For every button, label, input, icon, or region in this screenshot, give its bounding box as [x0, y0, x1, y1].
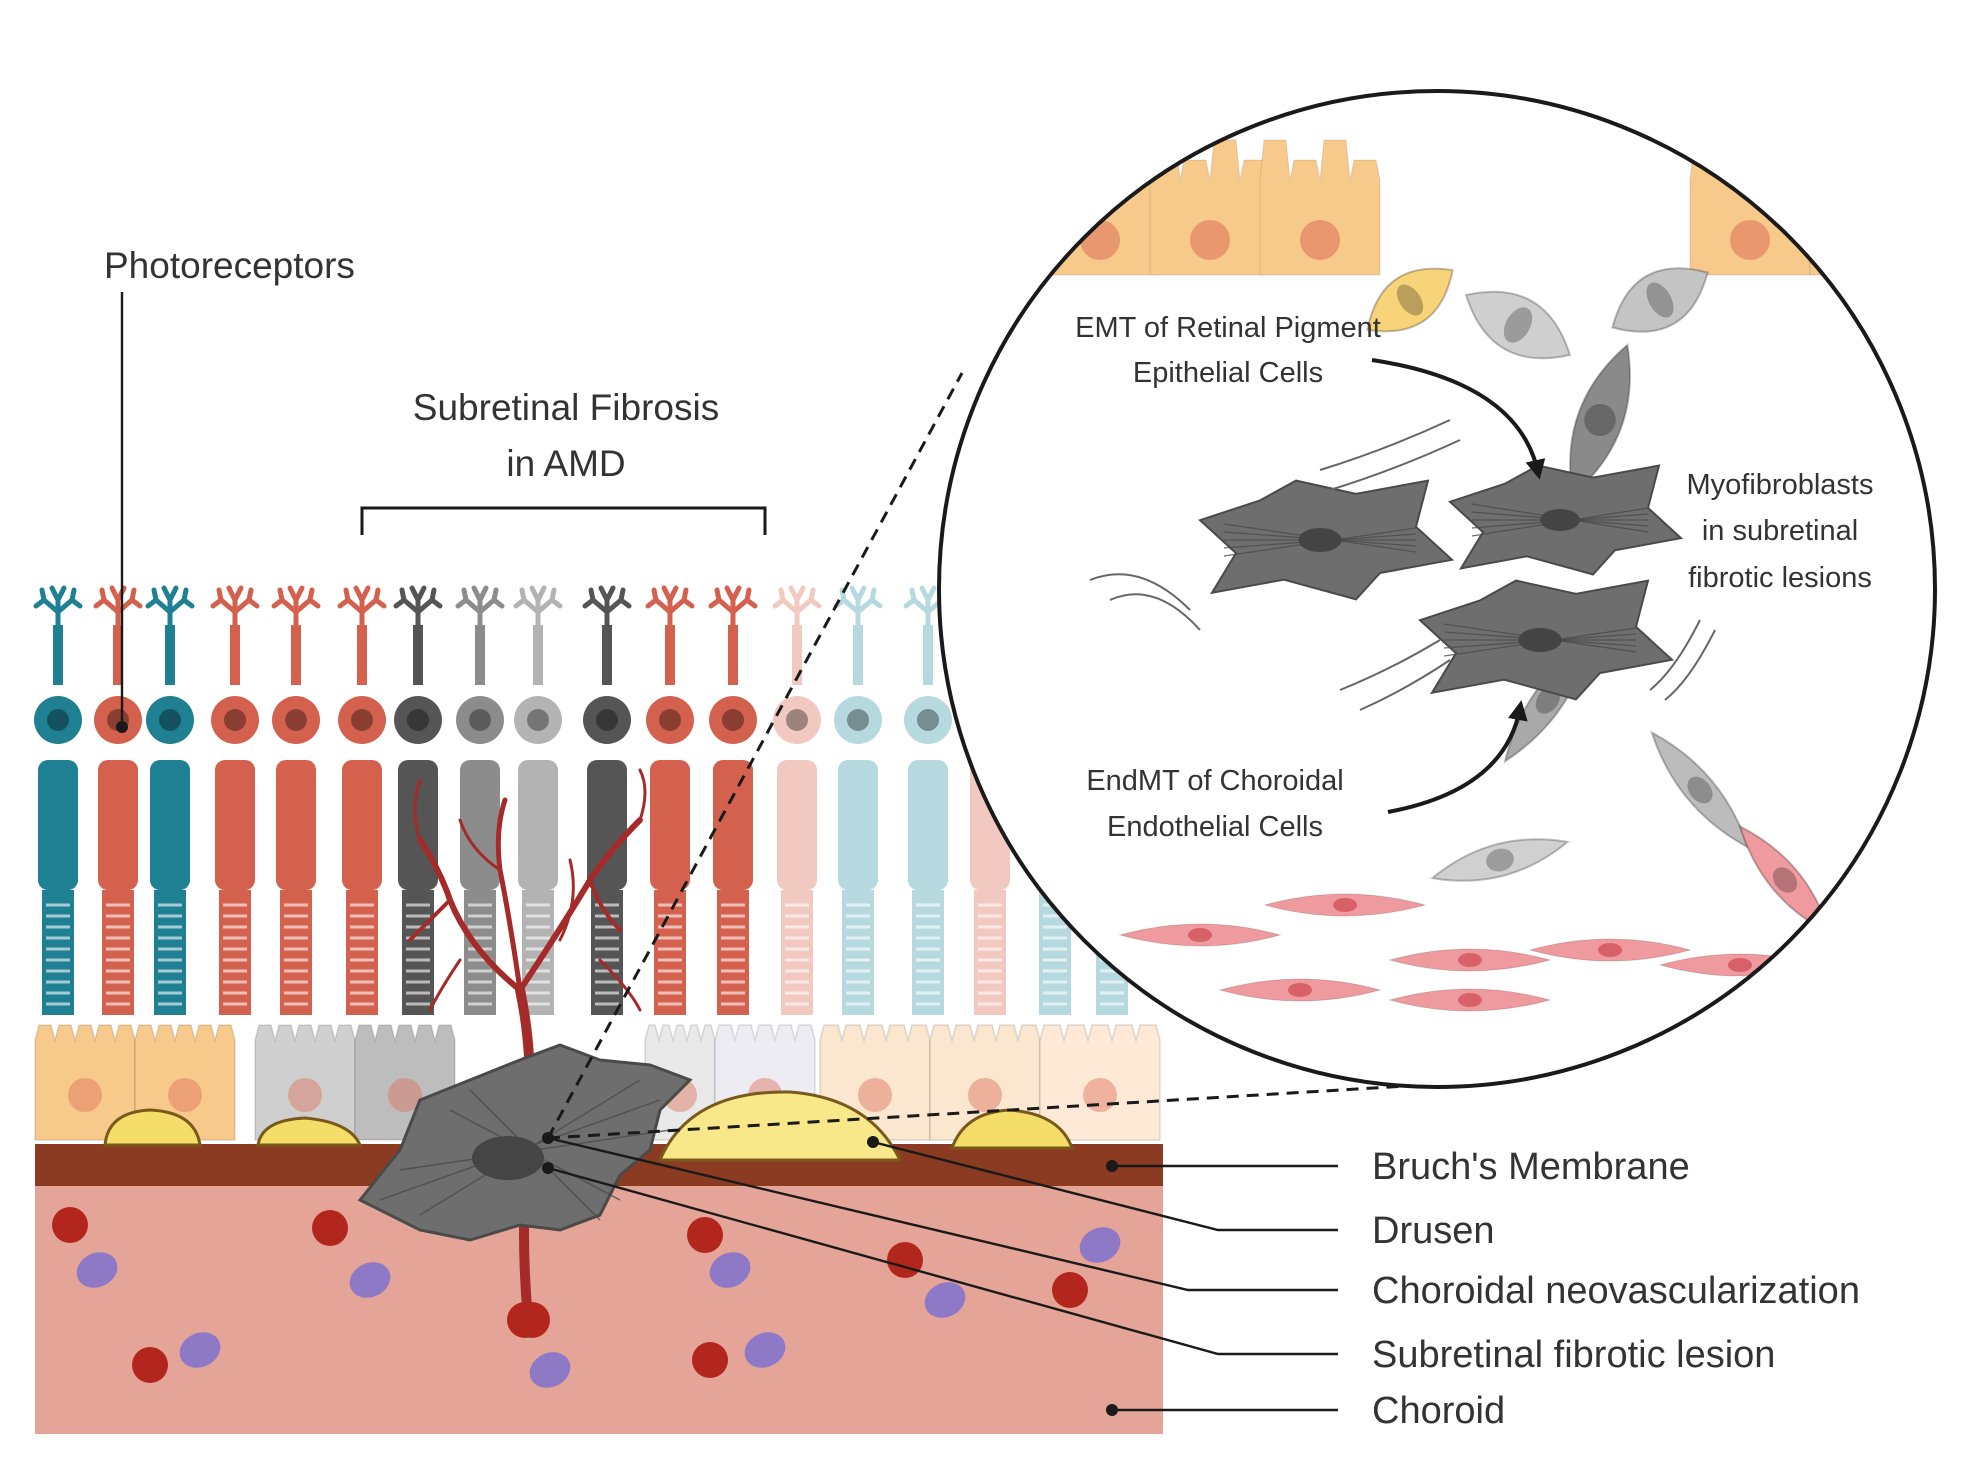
photoreceptors-label: Photoreceptors: [104, 245, 355, 286]
myofibroblast-label-line1: Myofibroblasts: [1687, 469, 1874, 501]
white-blood-cell: [1079, 1227, 1121, 1263]
zoom-endothelial-transition-cell: [1430, 838, 1570, 882]
zoom-transitioning-cell: [1611, 267, 1709, 333]
drusen-label: Drusen: [1372, 1210, 1495, 1252]
photoreceptor-cell: [271, 585, 321, 1015]
bruchs-membrane-label: Bruch's Membrane: [1372, 1146, 1690, 1188]
zoom-myofibroblast: [1418, 579, 1675, 701]
photoreceptor-cell: [833, 585, 883, 1015]
red-blood-cell: [132, 1347, 168, 1383]
zoom-transitioning-cell: [1569, 342, 1631, 498]
photoreceptor-cell: [337, 585, 387, 1015]
fibrosis-bracket: [360, 506, 767, 535]
zoom-ecm-fibre: [1089, 573, 1191, 611]
white-blood-cell: [76, 1252, 118, 1288]
legend-leaders: [542, 1132, 1338, 1416]
emt-label-line1: EMT of Retinal Pigment: [1075, 312, 1381, 344]
zoom-ecm-fibre: [1359, 659, 1451, 711]
white-blood-cell: [744, 1332, 786, 1368]
zoom-myofibroblast: [1448, 464, 1684, 576]
photoreceptor-cell: [210, 585, 260, 1015]
rpe-cell: [34, 1024, 136, 1141]
zoom-rpe-transitioning-cell: [1366, 267, 1454, 333]
photoreceptor-cell: [645, 585, 695, 1015]
photoreceptor-cell: [393, 585, 443, 1015]
zoom-endothelial-cell: [1738, 824, 1832, 936]
white-blood-cell: [529, 1352, 571, 1388]
zoom-transitioning-cell: [1464, 290, 1572, 360]
zoom-ecm-fibre: [1649, 619, 1701, 691]
zoom-ecm-fibre: [1319, 419, 1451, 471]
photoreceptor-cell: [513, 585, 563, 1015]
endmt-arrow: [1387, 700, 1528, 814]
diagram-title-line1: Subretinal Fibrosis: [413, 387, 719, 428]
zoom-endothelial-cell: [1263, 893, 1427, 917]
zoom-circle-background: [939, 91, 1935, 1087]
photoreceptor-cell: [33, 585, 83, 1015]
photoreceptor-cell: [145, 585, 195, 1015]
myofibroblast-label-line2: in subretinal: [1702, 515, 1858, 547]
red-blood-cell: [692, 1342, 728, 1378]
white-blood-cell: [709, 1252, 751, 1288]
zoom-ecm-fibre: [1339, 639, 1441, 691]
choroid-layer: [35, 1184, 1163, 1434]
endmt-label-line2: Endothelial Cells: [1107, 811, 1323, 843]
emt-arrow: [1371, 358, 1546, 480]
red-blood-cell: [687, 1217, 723, 1253]
choroid-label: Choroid: [1372, 1390, 1505, 1432]
rpe-cell: [1039, 1024, 1161, 1141]
drusen-deposits: [103, 1090, 1075, 1162]
rpe-cell-row: [34, 1024, 1161, 1141]
zoom-connector-lines: [546, 372, 1424, 1140]
rpe-cell: [254, 1024, 356, 1141]
emt-label-line2: Epithelial Cells: [1133, 357, 1323, 389]
diagram-title-line2: in AMD: [506, 443, 625, 484]
photoreceptor-cell: [903, 585, 953, 1015]
photoreceptor-cell: [93, 585, 143, 1015]
photoreceptors-leader-dot: [116, 721, 128, 733]
zoom-ecm-fibre: [1109, 593, 1201, 631]
zoom-endothelial-cell: [1388, 988, 1552, 1012]
red-blood-cell: [312, 1210, 348, 1246]
zoom-myofibroblast: [1198, 479, 1455, 601]
white-blood-cell: [924, 1282, 966, 1318]
zoom-rpe-cell: [1809, 139, 1931, 276]
zoom-endothelial-cell: [1118, 923, 1282, 947]
red-blood-cell: [1052, 1272, 1088, 1308]
red-blood-cell: [52, 1207, 88, 1243]
zoom-endothelial-cell: [1388, 948, 1552, 972]
photoreceptor-cell: [582, 585, 632, 1015]
zoom-endothelial-cell: [1528, 938, 1692, 962]
photoreceptor-cell: [455, 585, 505, 1015]
zoom-rpe-cell: [1259, 139, 1381, 276]
endmt-label-line1: EndMT of Choroidal: [1086, 765, 1343, 797]
zoom-ecm-fibre: [1329, 439, 1461, 491]
photoreceptor-cell: [708, 585, 758, 1015]
zoom-ecm-fibre: [1664, 629, 1716, 701]
zoom-endothelial-cell: [1218, 978, 1382, 1002]
zoom-circle-border: [937, 89, 1937, 1089]
fibrotic-lesion-label: Subretinal fibrotic lesion: [1372, 1334, 1775, 1376]
subretinal-fibrotic-lesion: [357, 1043, 693, 1242]
red-blood-cell: [887, 1242, 923, 1278]
myofibroblast-label-line3: fibrotic lesions: [1688, 562, 1872, 594]
photoreceptor-row: [33, 585, 1137, 1015]
white-blood-cell: [179, 1332, 221, 1368]
photoreceptor-cell: [772, 585, 822, 1015]
cnv-label: Choroidal neovascularization: [1372, 1270, 1860, 1312]
white-blood-cell: [349, 1262, 391, 1298]
